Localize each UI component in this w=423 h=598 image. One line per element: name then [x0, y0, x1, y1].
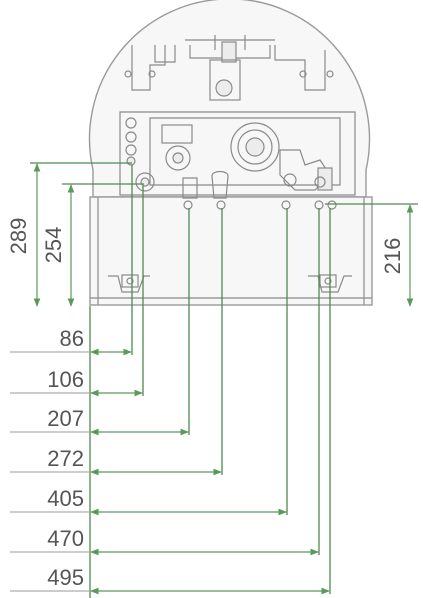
horizontal-dimension-405: 405 — [10, 208, 288, 516]
dimension-label-470: 470 — [47, 526, 84, 551]
vertical-dimension-254: 254 — [41, 183, 144, 307]
dimension-label-254: 254 — [41, 227, 66, 264]
dimension-label-86: 86 — [60, 326, 84, 351]
horizontal-dimension-272: 272 — [10, 208, 223, 476]
vertical-dimension-216: 216 — [325, 203, 418, 307]
dimension-label-216: 216 — [380, 238, 405, 275]
horizontal-dimension-470: 470 — [10, 208, 320, 556]
dimension-label-106: 106 — [47, 367, 84, 392]
horizontal-dimension-207: 207 — [10, 208, 190, 436]
dimension-label-272: 272 — [47, 446, 84, 471]
dimension-label-495: 495 — [47, 565, 84, 590]
horizontal-dimension-106: 106 — [10, 186, 144, 397]
appliance-round-housing — [88, 0, 371, 198]
horizontal-dimension-86: 86 — [10, 165, 133, 356]
dimension-label-405: 405 — [47, 486, 84, 511]
internal-components — [108, 35, 356, 293]
dimension-label-289: 289 — [6, 218, 31, 255]
horizontal-dimension-495: 495 — [10, 208, 331, 595]
dimension-label-207: 207 — [47, 406, 84, 431]
horizontal-dimensions: 86 106 207 272 405 — [10, 165, 331, 595]
vertical-dimension-289: 289 — [6, 162, 132, 307]
